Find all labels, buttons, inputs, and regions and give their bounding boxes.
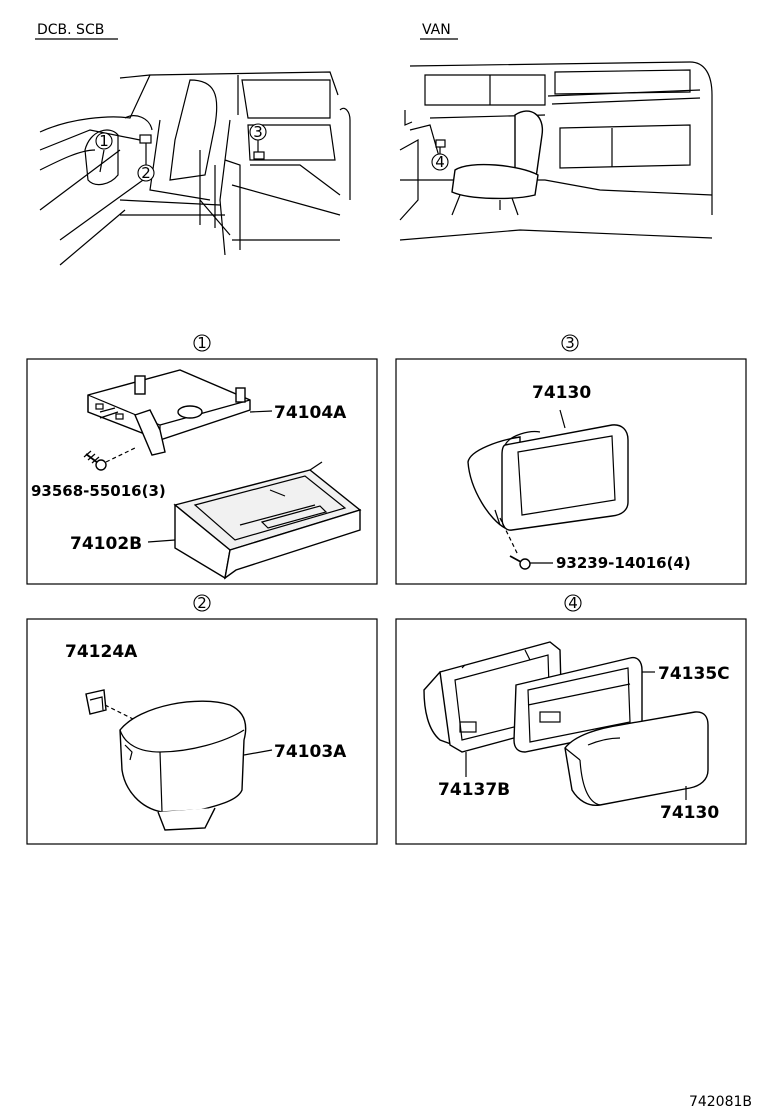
- callout-2-location-number: 2: [141, 164, 151, 182]
- ashtray-74103A-drawing: [119, 700, 247, 831]
- panel-1-marker: [193, 334, 211, 352]
- part-label-74135C: 74135C: [658, 664, 730, 684]
- part-label-74102B: 74102B: [70, 534, 142, 554]
- callout-4-location-number: 4: [435, 153, 445, 171]
- panel-1-frame: [26, 358, 378, 585]
- leader-74104A: [249, 410, 273, 413]
- van-interior-sketch: [399, 61, 713, 241]
- part-label-74130-panel4: 74130: [660, 803, 719, 823]
- header-van: VAN: [422, 22, 451, 38]
- screw-93239-drawing: [499, 517, 531, 570]
- part-label-74104A: 74104A: [274, 403, 347, 423]
- panel-4-frame: [395, 618, 747, 845]
- tray-74102B-drawing: [173, 461, 362, 580]
- leader-74130-panel3: [559, 409, 566, 429]
- clip-74124A-drawing: [85, 689, 136, 721]
- ashtray-74130-drawing: [467, 424, 629, 531]
- screw-93568-drawing: [83, 447, 136, 471]
- leader-74102B: [147, 539, 176, 543]
- part-label-74130-panel3: 74130: [532, 383, 591, 403]
- panel-4-marker-number: 4: [568, 594, 578, 612]
- location-marker-4: [435, 139, 446, 148]
- drawing-reference-number: 742081B: [689, 1094, 752, 1110]
- cab-interior-sketch: [39, 71, 351, 266]
- ashtray-74130-panel4-drawing: [564, 711, 709, 807]
- callout-4-location: [431, 153, 449, 171]
- part-label-93568-55016: 93568-55016(3): [31, 482, 166, 500]
- part-label-74137B: 74137B: [438, 780, 510, 800]
- panel-2-marker: [193, 594, 211, 612]
- callout-1-location-number: 1: [99, 132, 109, 150]
- callout-3-location: [249, 123, 267, 141]
- part-label-93239-14016: 93239-14016(4): [556, 554, 691, 572]
- panel-1-marker-number: 1: [197, 334, 207, 352]
- callout-2-location: [137, 164, 155, 182]
- panel-2-frame: [26, 618, 378, 845]
- location-marker-3: [253, 151, 265, 160]
- part-label-74124A: 74124A: [65, 642, 138, 662]
- panel-3-marker: [561, 334, 579, 352]
- part-label-74103A: 74103A: [274, 742, 347, 762]
- location-marker-1: [139, 134, 152, 144]
- callout-3-location-number: 3: [253, 123, 263, 141]
- header-dcb-scb: DCB. SCB: [37, 22, 104, 38]
- panel-3-marker-number: 3: [565, 334, 575, 352]
- callout-1-location: [95, 132, 113, 150]
- panel-4-marker: [564, 594, 582, 612]
- bracket-74104A-drawing: [87, 369, 251, 456]
- leader-74103A: [243, 749, 273, 756]
- panel-2-marker-number: 2: [197, 594, 207, 612]
- panel-3-frame: [395, 358, 747, 585]
